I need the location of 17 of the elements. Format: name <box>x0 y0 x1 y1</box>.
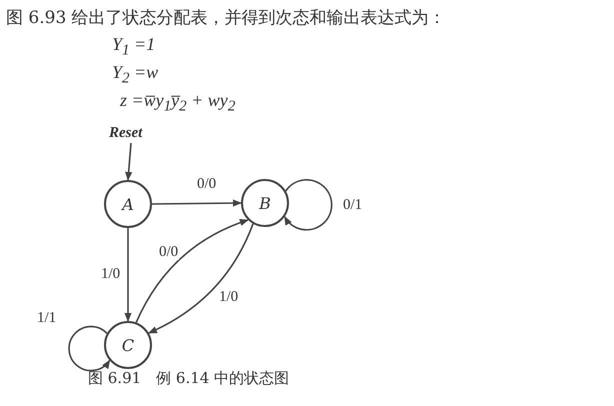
transition-arrow <box>148 224 254 334</box>
equation: Y$_{2}$ =w <box>112 61 158 89</box>
equation: Y$_{1}$ =1 <box>112 33 156 61</box>
self-loop-arrow <box>68 326 110 372</box>
state-circle: A <box>104 180 152 228</box>
equation: z =w̅y$_{1}$y̅$_{2}$ + wy$_{2}$ <box>120 89 236 117</box>
transition-arrow <box>135 219 249 323</box>
figure-caption: 图 6.91 例 6.14 中的状态图 <box>88 369 290 388</box>
self-loop-arrow <box>284 179 332 231</box>
edge-label: 0/0 <box>158 244 180 260</box>
state-circle: B <box>241 179 289 227</box>
input-label: Reset <box>109 125 142 141</box>
transition-arrow <box>125 142 132 181</box>
state-circle: C <box>104 321 152 369</box>
transition-arrow <box>152 200 242 207</box>
transition-arrow <box>124 228 132 322</box>
intro-text: 图 6.93 给出了状态分配表，并得到次态和输出表达式为： <box>6 7 446 29</box>
